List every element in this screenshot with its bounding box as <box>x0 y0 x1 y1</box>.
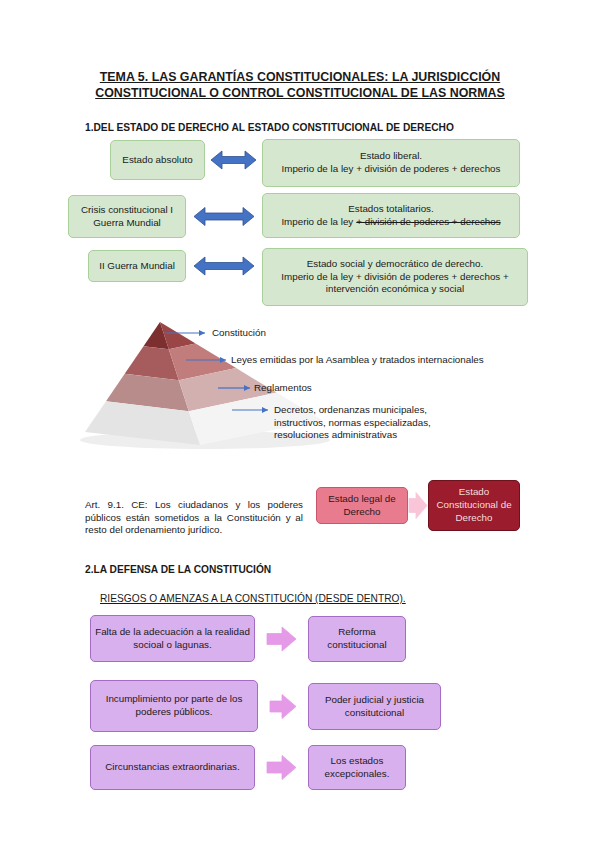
box-text: Estado social y democrático de derecho. <box>307 258 483 271</box>
pyramid-level-label: Constitución <box>212 327 332 340</box>
risk-box: Circunstancias extraordinarias. <box>90 745 255 790</box>
box-text: Estados totalitarios. <box>348 203 434 216</box>
box-text: Estado liberal. <box>360 150 422 163</box>
box-text: Circunstancias extraordinarias. <box>105 761 240 774</box>
text-row: Imperio de la ley + división de poderes … <box>282 163 501 176</box>
state-model-box: Estado liberal.Imperio de la ley + divis… <box>262 139 520 187</box>
leader-arrow <box>218 387 250 388</box>
text-row: Reforma constitucional <box>313 626 401 651</box>
remedy-box: Poder judicial y justicia consitutcional <box>308 683 441 730</box>
text-row: Estado liberal. <box>360 150 422 163</box>
pyramid-level-label: Leyes emitidas por la Asamblea y tratado… <box>231 354 551 367</box>
box-text: Reforma constitucional <box>313 626 401 651</box>
article-note: Art. 9.1. CE: Los ciudadanos y los poder… <box>85 499 303 537</box>
section-heading: 1.DEL ESTADO DE DERECHO AL ESTADO CONSTI… <box>85 121 505 134</box>
block-arrow <box>194 208 254 226</box>
leader-arrow <box>232 409 268 410</box>
block-arrow <box>267 756 296 780</box>
leader-arrow <box>186 359 226 360</box>
box-text: Crisis constitucional I Guerra Mundial <box>73 204 181 229</box>
subsection-heading: RIESGOS O AMENZAS A LA CONSTITUCIÓN (DES… <box>100 592 520 605</box>
era-box: Estado absoluto <box>110 140 205 180</box>
box-text: Estado Constitucional de Derecho <box>433 486 515 524</box>
state-box: Estado legal de Derecho <box>316 487 408 524</box>
box-text: Incumplimiento por parte de los poderes … <box>95 693 253 718</box>
block-arrow <box>194 257 254 275</box>
text-row: Circunstancias extraordinarias. <box>105 761 240 774</box>
box-text: Poder judicial y justicia consitutcional <box>313 694 436 719</box>
text-row: II Guerra Mundial <box>99 260 175 273</box>
risk-box: Incumplimiento por parte de los poderes … <box>90 680 258 732</box>
section-heading: 2.LA DEFENSA DE LA CONSTITUCIÓN <box>85 563 505 576</box>
text-row: Imperio de la ley + división de poderes … <box>267 271 523 296</box>
block-arrow <box>267 627 296 651</box>
box-text: Imperio de la ley <box>281 216 353 227</box>
state-model-box: Estado social y democrático de derecho.I… <box>262 248 528 306</box>
text-row: Estado legal de Derecho <box>321 493 403 518</box>
box-text: Los estados excepcionales. <box>313 755 401 780</box>
text-row: Estado Constitucional de Derecho <box>433 486 515 524</box>
leader-arrow <box>165 332 205 333</box>
text-row: Crisis constitucional I Guerra Mundial <box>73 204 181 229</box>
text-row: Estado social y democrático de derecho. <box>307 258 483 271</box>
pyramid-level-label: Decretos, ordenanzas municipales, instru… <box>274 404 474 442</box>
block-arrow <box>211 151 256 169</box>
text-row: Estados totalitarios. <box>348 203 434 216</box>
box-text: Imperio de la ley + división de poderes … <box>282 163 501 176</box>
era-box: Crisis constitucional I Guerra Mundial <box>68 195 186 238</box>
text-row: Poder judicial y justicia consitutcional <box>313 694 436 719</box>
text-row: Incumplimiento por parte de los poderes … <box>95 693 253 718</box>
era-box: II Guerra Mundial <box>88 250 186 282</box>
box-text: Estado legal de Derecho <box>321 493 403 518</box>
state-box: Estado Constitucional de Derecho <box>428 480 520 531</box>
text-row: Estado absoluto <box>122 154 192 167</box>
box-text: Estado absoluto <box>122 154 192 167</box>
block-arrow <box>270 695 296 719</box>
risk-box: Falta de la adecuación a la realidad soc… <box>90 615 255 662</box>
page-title: TEMA 5. LAS GARANTÍAS CONSTITUCIONALES: … <box>75 70 525 102</box>
box-text: Falta de la adecuación a la realidad soc… <box>95 626 250 651</box>
text-row: Falta de la adecuación a la realidad soc… <box>95 626 250 651</box>
box-text: Imperio de la ley + división de poderes … <box>267 271 523 296</box>
remedy-box: Reforma constitucional <box>308 616 406 662</box>
box-text: II Guerra Mundial <box>99 260 175 273</box>
text-row: Imperio de la ley+ división de poderes +… <box>281 216 500 229</box>
state-model-box: Estados totalitarios.Imperio de la ley+ … <box>262 193 520 238</box>
block-arrow <box>409 493 427 519</box>
box-text: + división de poderes + derechos <box>356 216 500 227</box>
text-row: Los estados excepcionales. <box>313 755 401 780</box>
pyramid-layer <box>85 401 200 445</box>
pyramid-level-label: Reglamentos <box>254 382 374 395</box>
remedy-box: Los estados excepcionales. <box>308 745 406 790</box>
